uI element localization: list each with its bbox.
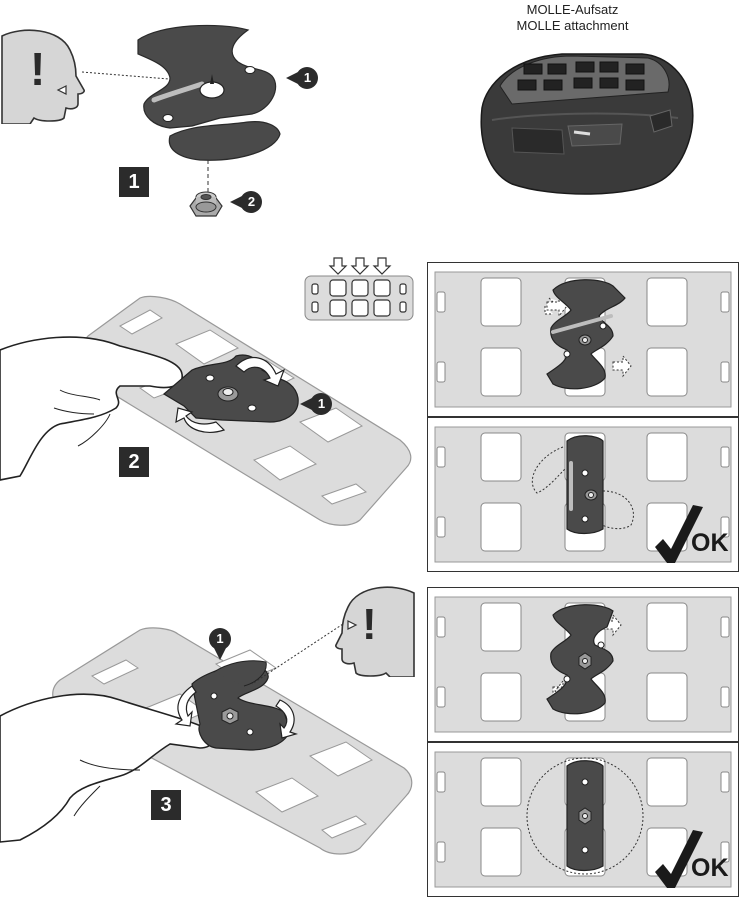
callout-clip-step2: 1 [300,392,334,416]
step2-illustration [0,290,420,530]
warning-mark-bottom: ! [362,600,377,649]
molle-inset-illustration [304,256,414,322]
panel-rotate-out [427,587,739,742]
step-badge-1: 1 [119,167,149,197]
warning-mark-top: ! [30,43,46,95]
panel-ok-2: OK [427,742,739,897]
callout-nut: 2 [230,190,264,214]
base-plate-illustration [130,18,285,168]
step-badge-3: 3 [151,790,181,820]
warning-head-icon: ! [334,585,416,677]
molle-caption: MOLLE-Aufsatz MOLLE attachment [500,2,645,34]
check-ok-icon [655,505,703,563]
molle-caption-de: MOLLE-Aufsatz [526,2,619,17]
assembly-line [207,160,209,192]
step-badge-2: 2 [119,447,149,477]
nut-illustration [186,188,226,222]
down-arrow-icon [328,257,392,275]
panel-ok-1: OK [427,417,739,572]
tank-bag-illustration [472,48,702,200]
sight-line [81,71,207,83]
step3-illustration [0,620,420,860]
warning-head-icon: ! [0,28,86,124]
ok-label-2: OK [691,854,729,882]
molle-caption-en: MOLLE attachment [516,18,629,33]
callout-clip-step3: 1 [208,628,232,662]
rotate-arrow-icon [235,357,286,387]
sight-line-step3 [251,621,347,685]
panel-rotate-in [427,262,739,417]
ok-label-1: OK [691,529,729,557]
callout-plate: 1 [286,66,320,90]
check-ok-icon [655,830,703,888]
